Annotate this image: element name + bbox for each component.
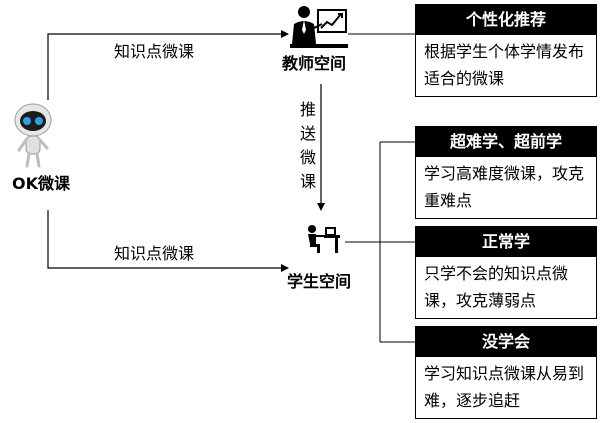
card-body: 学习高难度微课，攻克重难点 [424, 164, 585, 210]
card-advanced: 超难学、超前学 学习高难度微课，攻克重难点 [415, 126, 597, 219]
push-char: 微 [299, 148, 316, 167]
card-catchup: 没学会 学习知识点微课从易到难，逐步追赶 [415, 326, 597, 419]
teacher-presentation-icon [290, 6, 348, 48]
push-char: 课 [299, 172, 316, 191]
top-edge-label: 知识点微课 [114, 42, 195, 61]
card-title: 超难学、超前学 [416, 127, 596, 157]
card-body: 学习知识点微课从易到难，逐步追赶 [424, 364, 585, 410]
student-desk-icon [308, 225, 340, 253]
card-title: 正常学 [416, 227, 596, 257]
bottom-edge-label: 知识点微课 [114, 244, 195, 263]
teacher-label: 教师空间 [282, 54, 347, 73]
push-char: 推 [299, 100, 316, 119]
card-body: 根据学生个体学情发布适合的微课 [424, 42, 585, 88]
source-label: OK微课 [12, 174, 71, 193]
edge-student-to-cards [345, 141, 415, 343]
card-normal: 正常学 只学不会的知识点微课，攻克薄弱点 [415, 226, 597, 319]
card-personalized: 个性化推荐 根据学生个体学情发布适合的微课 [415, 4, 597, 97]
edge-source-to-teacher [47, 30, 289, 100]
edge-source-to-student [47, 210, 289, 272]
push-char: 送 [299, 124, 316, 143]
card-body: 只学不会的知识点微课，攻克薄弱点 [424, 264, 569, 310]
push-label: 推 送 微 课 [298, 98, 318, 194]
card-title: 个性化推荐 [416, 5, 596, 35]
robot-icon [14, 103, 52, 168]
card-title: 没学会 [416, 327, 596, 357]
student-label: 学生空间 [287, 272, 352, 291]
